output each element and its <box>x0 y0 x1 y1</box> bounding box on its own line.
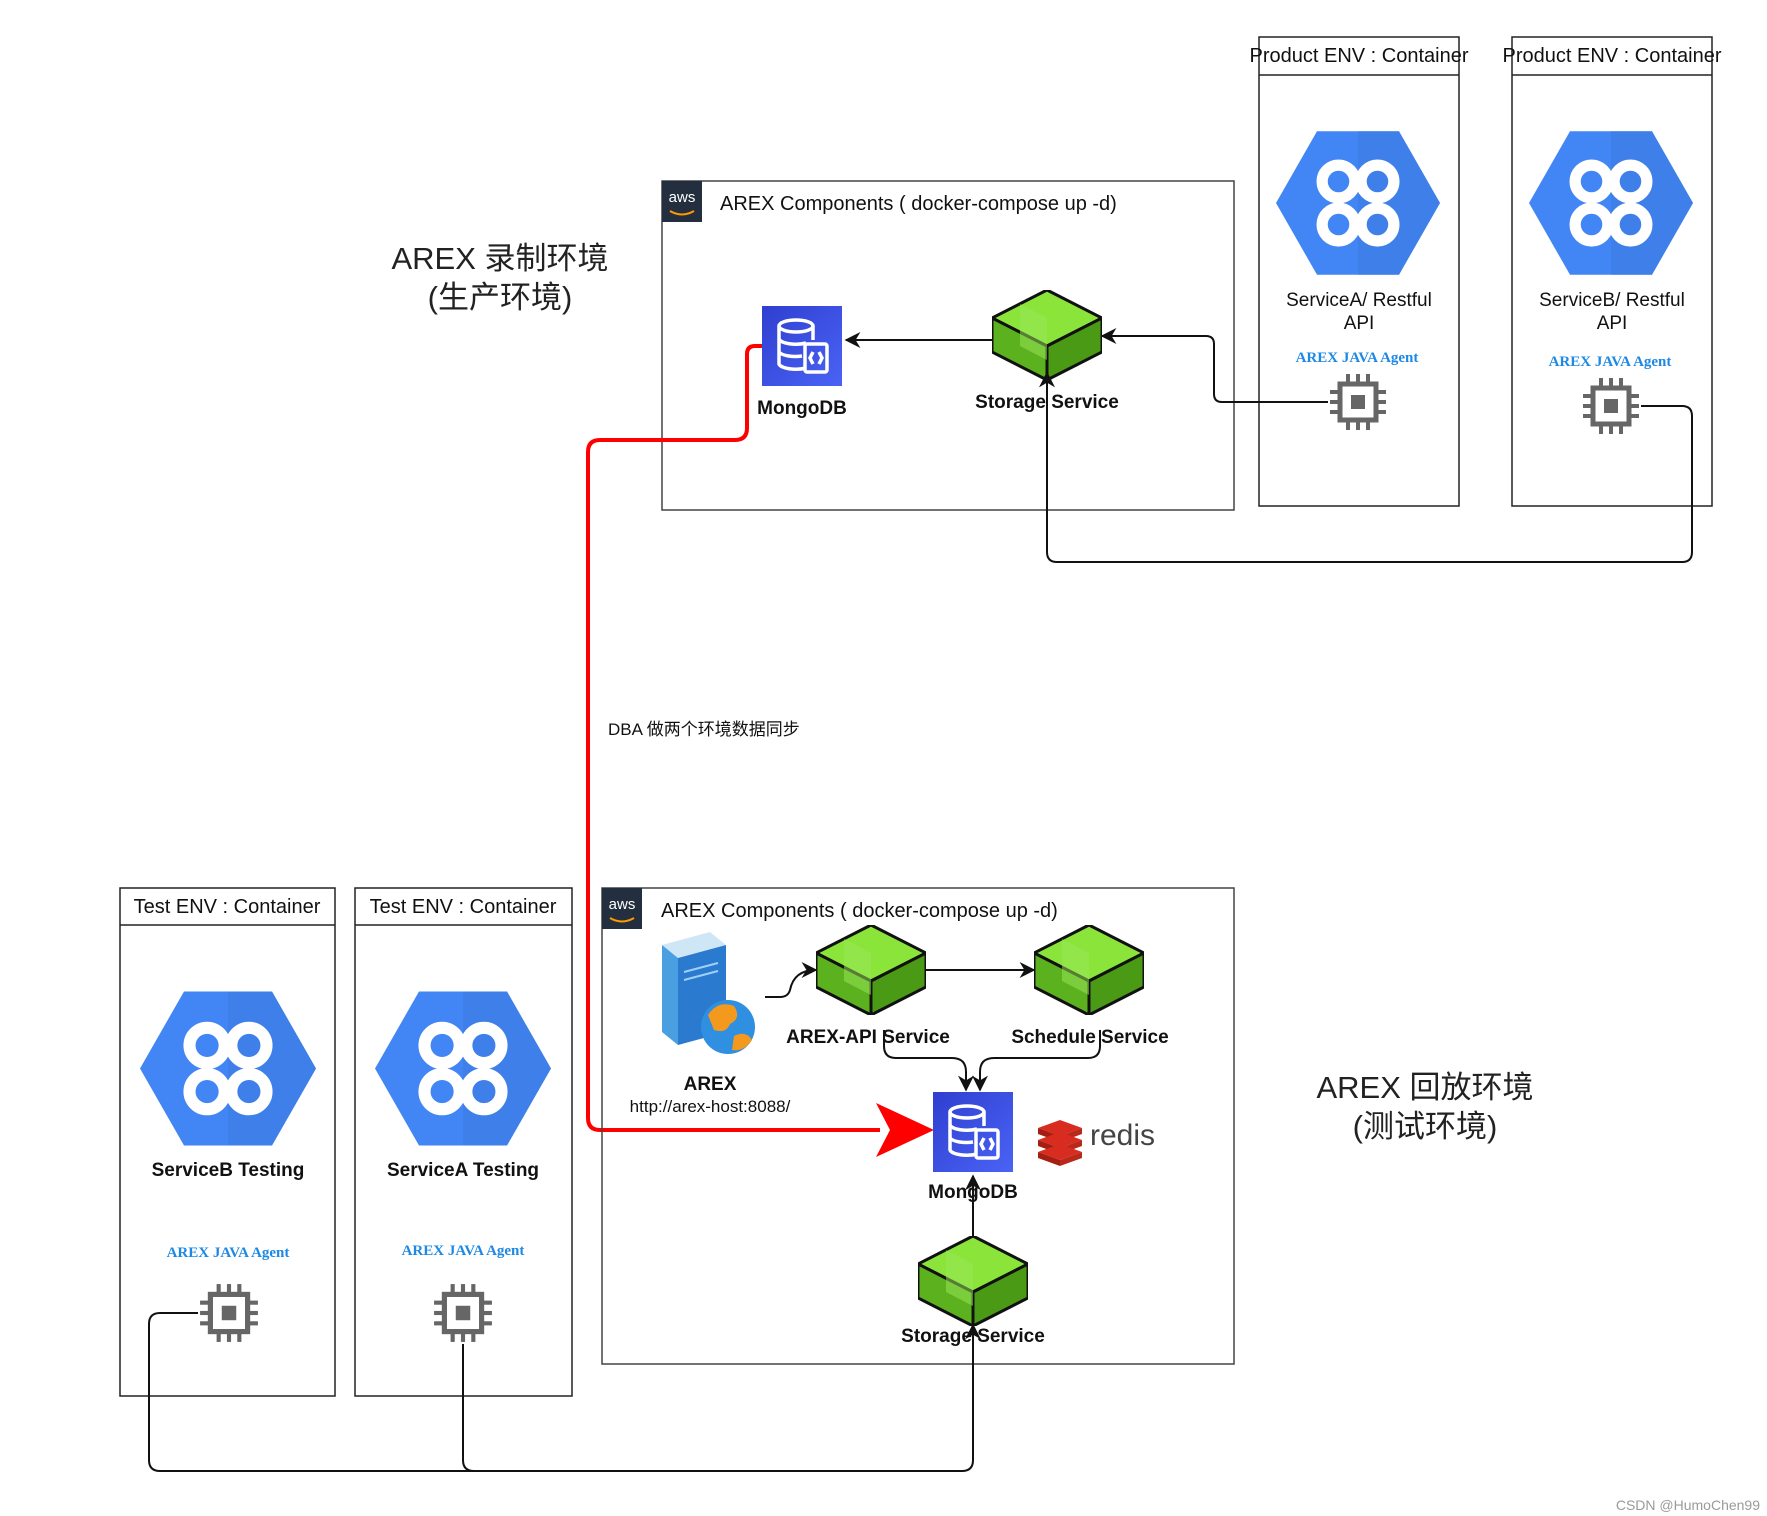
watermark: CSDN @HumoChen99 <box>1616 1497 1760 1513</box>
record-env-title-text: AREX 录制环境 <box>391 241 608 276</box>
arex-server-icon <box>662 932 755 1054</box>
replay-env-subtitle-text: (测试环境) <box>1353 1109 1498 1144</box>
arex-name-label: AREX <box>684 1074 737 1095</box>
service-label: ServiceA Testing <box>387 1160 539 1181</box>
container-header: Test ENV : Container <box>134 896 321 918</box>
service-hex-icon <box>1276 131 1440 275</box>
agent-chip-icon <box>1583 378 1639 434</box>
service-hex-icon <box>1529 131 1693 275</box>
sync-label: DBA 做两个环境数据同步 <box>608 720 800 739</box>
record-components-group: aws AREX Components ( docker-compose up … <box>661 180 1235 511</box>
record-storage-service-icon <box>992 290 1102 380</box>
replay-env-title-text: AREX 回放环境 <box>1316 1070 1533 1105</box>
replay-components-group: aws AREX Components ( docker-compose up … <box>601 887 1235 1365</box>
service-hex-icon <box>375 992 551 1146</box>
redis-label: redis <box>1090 1119 1155 1152</box>
svg-text:aws: aws <box>669 189 696 206</box>
product-container-b: Product ENV : Container ServiceB/ Restfu… <box>1503 36 1722 507</box>
container-header: Product ENV : Container <box>1250 45 1469 67</box>
agent-label: AREX JAVA Agent <box>402 1243 525 1259</box>
arex-url-label[interactable]: http://arex-host:8088/ <box>630 1097 791 1116</box>
api-service-icon <box>816 925 926 1015</box>
service-label-line2: API <box>1597 313 1628 334</box>
service-label: ServiceB Testing <box>152 1160 305 1181</box>
record-group-label: AREX Components ( docker-compose up -d) <box>720 193 1117 215</box>
service-label-line2: API <box>1344 313 1375 334</box>
svg-text:aws: aws <box>609 896 636 913</box>
redis-logo: redis <box>1038 1119 1155 1166</box>
agent-chip-icon <box>434 1284 492 1342</box>
api-service-label: AREX-API Service <box>786 1027 950 1048</box>
product-container-a: Product ENV : Container ServiceA/ Restfu… <box>1250 36 1469 507</box>
record-mongodb-label: MongoDB <box>757 398 847 419</box>
agent-label: AREX JAVA Agent <box>167 1245 290 1261</box>
agent-label: AREX JAVA Agent <box>1549 354 1672 370</box>
record-connectors <box>844 328 1693 563</box>
record-env-subtitle-text: (生产环境) <box>428 280 573 315</box>
agent-label: AREX JAVA Agent <box>1296 350 1419 366</box>
schedule-service-icon <box>1034 925 1144 1015</box>
record-env-title: AREX 录制环境 (生产环境) <box>391 241 608 315</box>
container-header: Product ENV : Container <box>1503 45 1722 67</box>
replay-mongodb-icon <box>933 1092 1013 1172</box>
agent-to-storage-connectors <box>148 1312 981 1472</box>
test-container-b: Test ENV : Container ServiceB Testing AR… <box>119 887 336 1397</box>
service-hex-icon <box>140 992 316 1146</box>
replay-connectors <box>765 962 1101 1236</box>
service-label-line1: ServiceA/ Restful <box>1286 290 1432 311</box>
schedule-service-label: Schedule Service <box>1011 1027 1168 1048</box>
replay-env-title: AREX 回放环境 (测试环境) <box>1316 1070 1533 1144</box>
service-label-line1: ServiceB/ Restful <box>1539 290 1685 311</box>
test-container-a: Test ENV : Container ServiceA Testing AR… <box>354 887 573 1397</box>
container-header: Test ENV : Container <box>370 896 557 918</box>
agent-chip-icon <box>1330 374 1386 430</box>
replay-storage-service-icon <box>918 1236 1028 1326</box>
agent-chip-icon <box>200 1284 258 1342</box>
record-mongodb-icon <box>762 306 842 386</box>
replay-group-label: AREX Components ( docker-compose up -d) <box>661 900 1058 922</box>
db-sync-connector <box>586 344 934 1157</box>
